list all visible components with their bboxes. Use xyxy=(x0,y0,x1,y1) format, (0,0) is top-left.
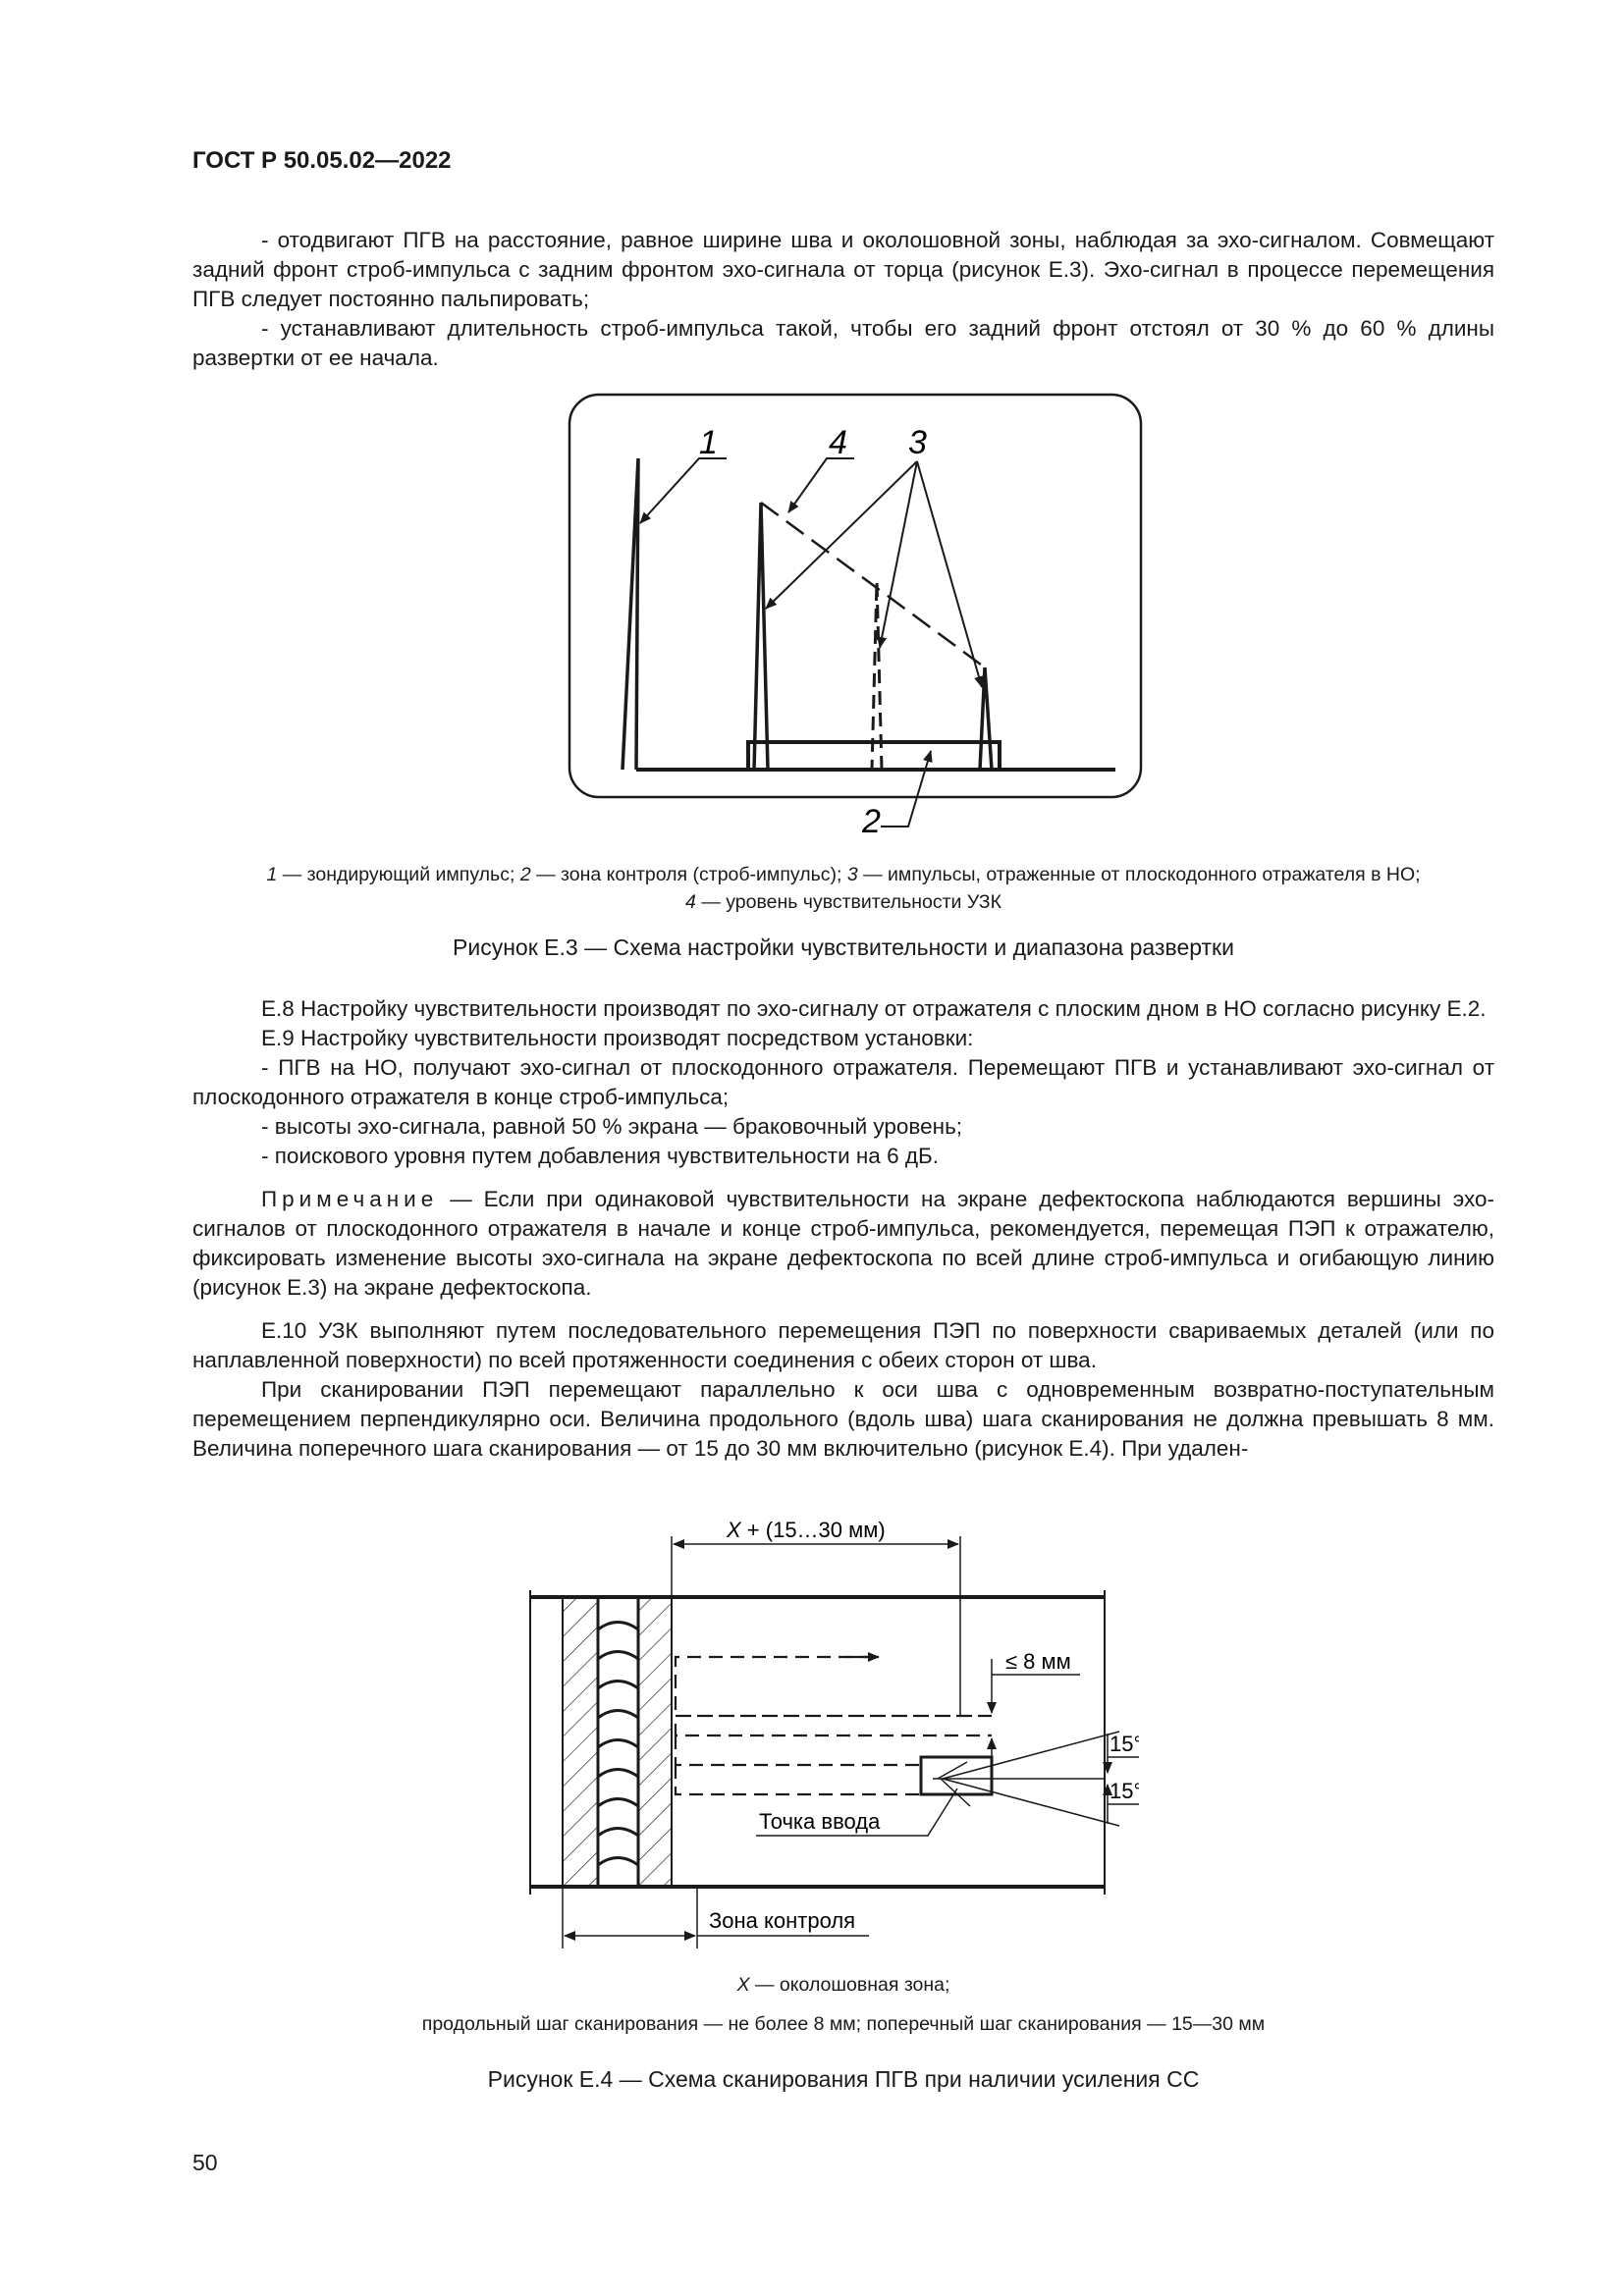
probing-pulse xyxy=(621,457,640,771)
beam-lower xyxy=(942,1778,1120,1827)
haz-left xyxy=(562,1596,599,1888)
fig4-title: Рисунок Е.4 — Схема сканирования ПГВ при… xyxy=(487,2066,1200,2092)
fig3-title: Рисунок Е.3 — Схема настройки чувствител… xyxy=(453,934,1234,960)
fig4-legend-line-1: X — околошовная зона; xyxy=(736,1974,950,1996)
fig3-label-3: 3 xyxy=(908,424,927,461)
weld-bead xyxy=(596,1595,640,1889)
text-block-1: - отодвигают ПГВ на расстояние, равное ш… xyxy=(192,226,1494,373)
document-header: ГОСТ Р 50.05.02—2022 xyxy=(192,147,452,174)
probe-transducer xyxy=(919,1755,994,1796)
paragraph-e9: Е.9 Настройку чувствительности производя… xyxy=(261,1026,974,1050)
entry-point-label: Точка ввода xyxy=(759,1809,881,1834)
screen-frame xyxy=(568,393,1143,799)
figure-e4: X + (15…30 мм) ≤ 8 мм 15° 15° Точка ввод… xyxy=(529,1518,1139,1949)
fig3-label-2: 2 xyxy=(861,803,881,840)
fig3-legend: 1 — зондирующий импульс; 2 — зона контро… xyxy=(192,861,1494,916)
entry-point-leader xyxy=(756,1788,958,1837)
fig3-label-4: 4 xyxy=(829,424,847,461)
paragraph: - устанавливают длительность строб-импул… xyxy=(192,316,1494,370)
angle-bottom-label: 15° xyxy=(1110,1779,1139,1803)
haz-right xyxy=(637,1596,673,1888)
note-label: Примечание xyxy=(261,1187,439,1211)
sensitivity-level xyxy=(760,501,986,669)
paragraph-scan: При сканировании ПЭП перемещают параллел… xyxy=(192,1377,1494,1461)
figure-e3: 1 4 3 2 xyxy=(568,393,1143,840)
step-label: ≤ 8 мм xyxy=(1005,1649,1071,1674)
dim-x-label: X + (15…30 мм) xyxy=(726,1518,886,1542)
scan-path xyxy=(674,1655,992,1737)
leader-2 xyxy=(881,750,933,828)
echo-pulse-middle xyxy=(870,580,884,771)
scan-path-lower xyxy=(674,1735,923,1796)
angle-top-label: 15° xyxy=(1110,1732,1139,1756)
list-item: - поискового уровня путем добавления чув… xyxy=(261,1144,939,1168)
paragraph-e8: Е.8 Настройку чувствительности производя… xyxy=(261,996,1487,1021)
fig3-legend-line-1: 1 — зондирующий импульс; 2 — зона контро… xyxy=(266,864,1421,885)
note: Примечание — Если при одинаковой чувстви… xyxy=(192,1185,1494,1303)
text-block-2: Е.8 Настройку чувствительности производя… xyxy=(192,994,1494,1464)
leader-1 xyxy=(639,457,727,524)
echo-pulse-start xyxy=(752,502,770,771)
page-number: 50 xyxy=(192,2150,218,2175)
leader-4 xyxy=(787,457,854,513)
note-text: — Если при одинаковой чувствительности н… xyxy=(192,1187,1494,1300)
list-item: - высоты эхо-сигнала, равной 50 % экрана… xyxy=(261,1114,963,1139)
leader-3c xyxy=(916,460,984,688)
leader-3b xyxy=(877,460,918,649)
fig4-legend: X — околошовная зона; продольный шаг ска… xyxy=(192,1971,1494,2038)
paragraph-e10: Е.10 УЗК выполняют путем последовательно… xyxy=(192,1318,1494,1372)
fig3-legend-line-2: 4 — уровень чувствительности УЗК xyxy=(685,891,1001,913)
fig4-legend-line-2: продольный шаг сканирования — не более 8… xyxy=(421,2013,1266,2035)
echo-pulse-end xyxy=(978,667,994,771)
fig3-label-1: 1 xyxy=(699,424,718,461)
weld-ripples xyxy=(597,1621,639,1867)
leader-3a xyxy=(765,460,918,610)
list-item: - ПГВ на НО, получают эхо-сигнал от плос… xyxy=(192,1055,1494,1109)
paragraph: - отодвигают ПГВ на расстояние, равное ш… xyxy=(192,228,1494,311)
beam-upper xyxy=(942,1731,1120,1780)
zone-label: Зона контроля xyxy=(709,1908,855,1933)
